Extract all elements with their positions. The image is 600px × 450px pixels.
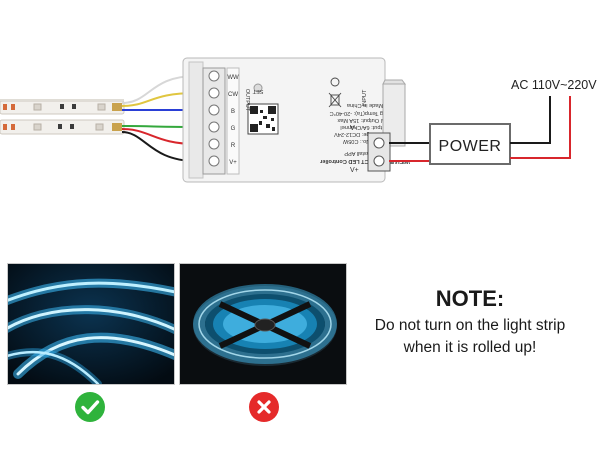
output-terminals <box>208 70 220 167</box>
input-label-vplus: V+ <box>350 167 359 174</box>
power-supply-box: POWER <box>429 123 511 165</box>
controller-output: Output: 6A/Channel <box>340 124 389 130</box>
note-line-2: when it is rolled up! <box>403 339 537 356</box>
led-strip-top <box>0 99 125 115</box>
ac-wires <box>510 96 571 159</box>
controller-input-label: INPUT <box>362 89 368 106</box>
wire-label-cw: CW <box>228 92 238 98</box>
wire-label-g: G <box>231 126 236 132</box>
correct-check-icon <box>75 392 105 422</box>
note-line-1: Do not turn on the light strip <box>374 317 566 334</box>
input-terminal-block: V- V+ <box>350 125 391 174</box>
set-button <box>253 83 263 93</box>
wire-label-vplus: V+ <box>229 160 237 166</box>
controller-temp: Working Temp(Ta): -20-40°C <box>330 110 401 116</box>
controller-title: WIFI&BT RGBCCT LED Controller <box>319 158 410 164</box>
note-title: NOTE: <box>435 286 505 311</box>
controller-origin: Made in China <box>346 102 383 108</box>
weee-bin-icon <box>328 92 342 108</box>
wire-label-r: R <box>231 143 236 149</box>
controller-box: WW CW B G R V+ WIFI&BT RGBCCT LED Contro… <box>182 57 410 183</box>
controller-model: Model No.: C05W <box>342 138 387 144</box>
incorrect-cross-icon <box>249 392 279 422</box>
controller-output-label: OUTPUT <box>244 89 250 112</box>
controller-app: Scan Install APP <box>344 150 386 156</box>
input-label-vminus: V- <box>350 125 357 132</box>
wire-label-b: B <box>231 109 235 115</box>
photo-strip-unrolled <box>7 263 175 385</box>
wire-label-ww: WW <box>227 75 239 81</box>
led-strip-bottom <box>0 119 125 135</box>
controller-set-label: SET <box>252 88 263 94</box>
ac-voltage-label: AC 110V~220V <box>511 78 597 92</box>
dc-wires <box>389 142 430 162</box>
power-label: POWER <box>439 138 502 155</box>
controller-voltage: Input Voltage: DC12-24V <box>334 131 396 137</box>
qr-code <box>247 103 279 135</box>
photo-strip-rolled <box>179 263 347 385</box>
note-body: Do not turn on the light strip when it i… <box>352 315 588 359</box>
ce-mark-icon <box>330 77 340 87</box>
controller-total: Total Output: 15A Max <box>337 117 392 123</box>
controller-label: WIFI&BT RGBCCT LED Controller Scan Insta… <box>252 88 410 164</box>
